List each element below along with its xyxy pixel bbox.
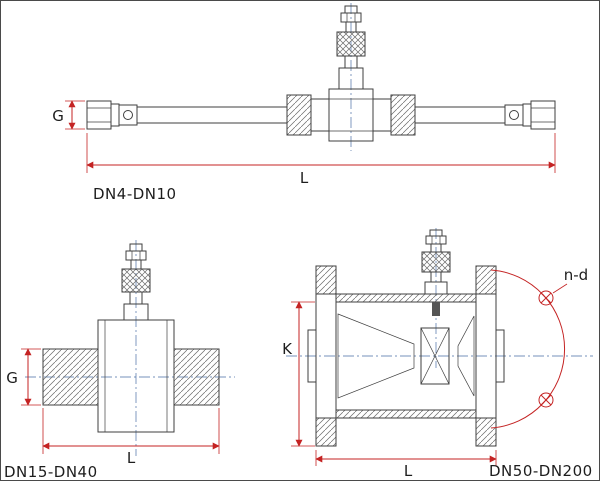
- caption-dn15-dn40: DN15-DN40: [4, 463, 98, 481]
- dimension-l: L: [42, 408, 220, 467]
- bolt-holes-label: n-d: [564, 266, 588, 284]
- caption-dn4-dn10: DN4-DN10: [93, 185, 177, 203]
- dimension-label-l: L: [300, 169, 309, 187]
- meter-body: [286, 88, 416, 142]
- caption-dn50-dn200: DN50-DN200: [489, 462, 593, 480]
- left-end-fitting: [86, 100, 138, 130]
- dimension-label-l: L: [127, 449, 136, 467]
- outlet-tube: [415, 106, 505, 124]
- dimension-label-g: G: [6, 369, 18, 387]
- inlet-tube: [137, 106, 287, 124]
- meter-housing: [307, 265, 505, 447]
- dimension-g: G: [52, 100, 85, 130]
- dimension-l: L: [86, 133, 556, 187]
- drawing-dn50-dn200: n-d K L DN50-DN200: [282, 228, 593, 480]
- drawing-dn4-dn10: G L DN4-DN10: [52, 3, 556, 203]
- sensor-transmitter: [421, 229, 451, 295]
- bolt-circle: n-d: [490, 266, 588, 429]
- dimension-l: L: [315, 450, 497, 480]
- dimension-g: G: [6, 348, 41, 406]
- dimension-k: K: [282, 301, 315, 447]
- sensor-pickup: [432, 302, 440, 316]
- dimension-label-g: G: [52, 107, 64, 125]
- internal-turbine-assembly: [337, 302, 475, 399]
- dimension-label-l: L: [404, 462, 413, 480]
- bolt-hole-bottom: [538, 392, 554, 408]
- meter-body: [42, 319, 220, 433]
- right-end-fitting: [504, 100, 556, 130]
- bolt-hole-top: [538, 290, 554, 306]
- dimension-label-k: K: [282, 340, 293, 358]
- sensor-transmitter: [121, 243, 151, 321]
- drawing-dn15-dn40: G L DN15-DN40: [4, 240, 235, 481]
